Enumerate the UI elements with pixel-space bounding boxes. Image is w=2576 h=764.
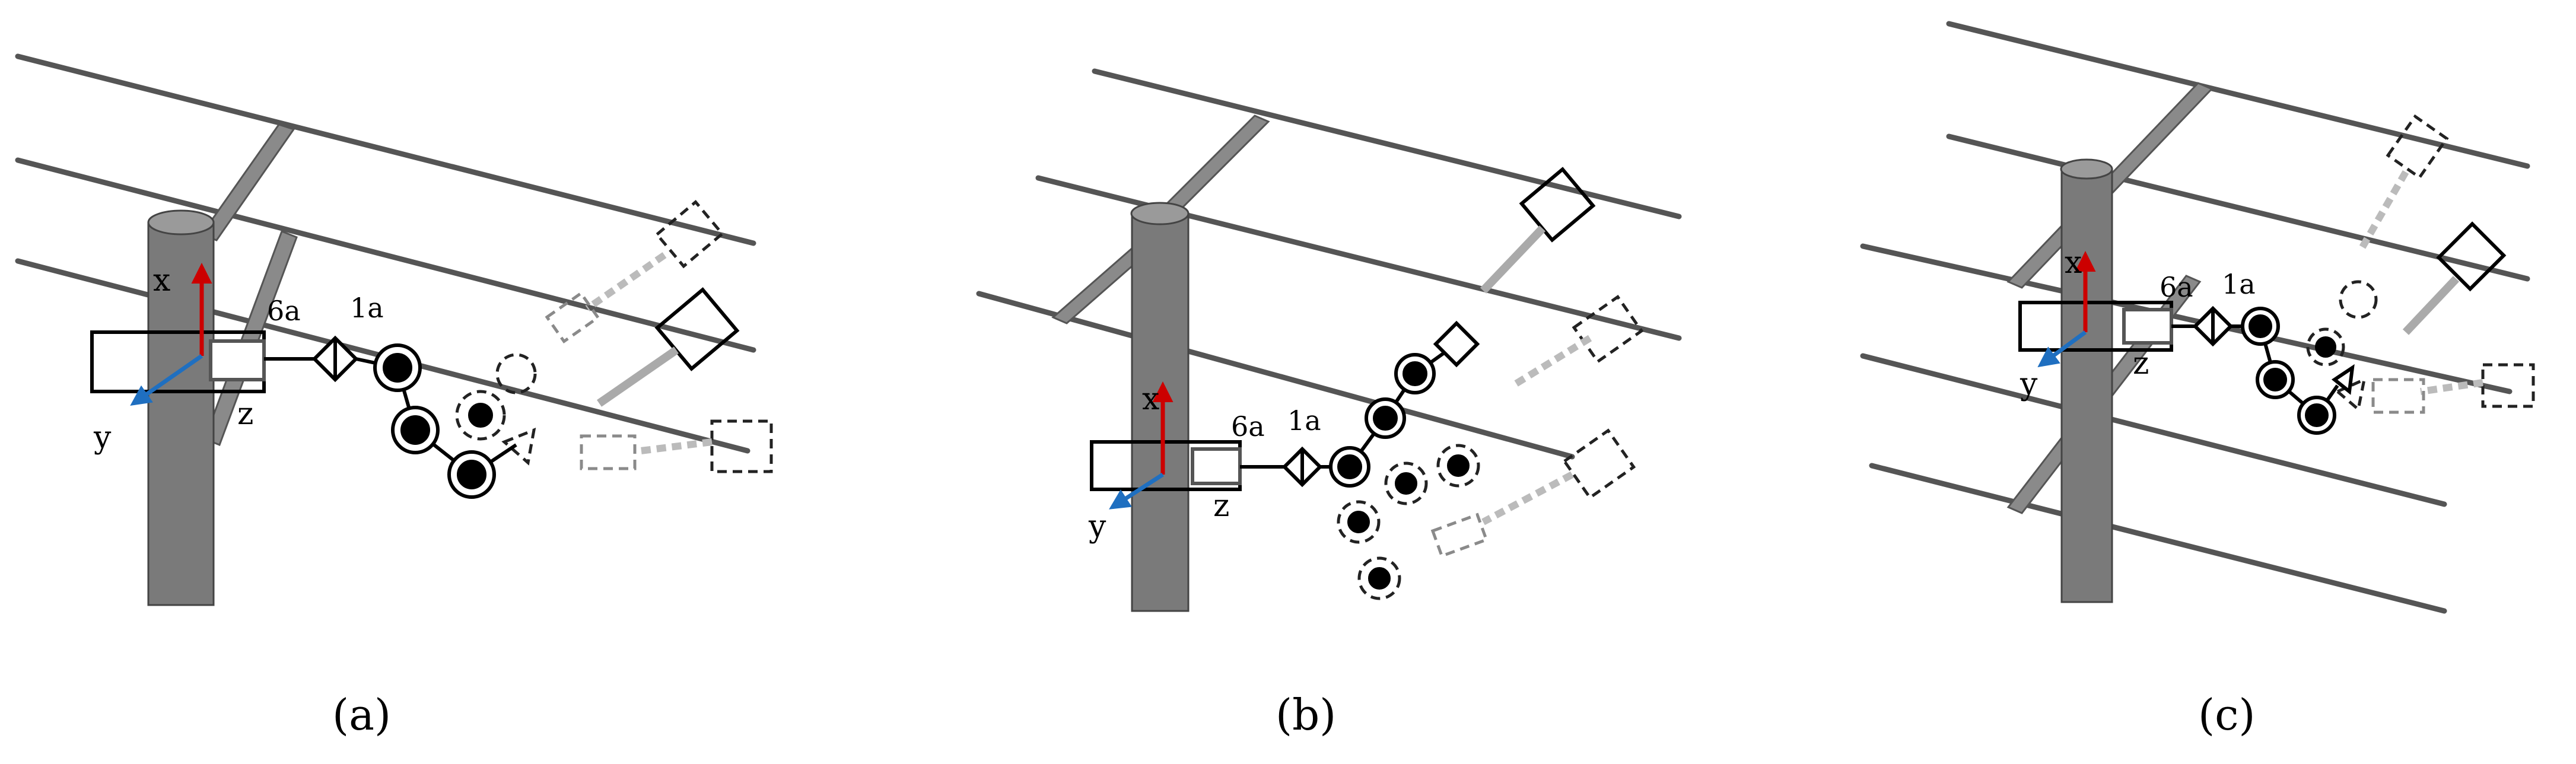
coordinate-axes: x y z (1088, 381, 1229, 545)
trellis-post (2060, 158, 2113, 603)
coordinate-axes: x y z (93, 263, 253, 456)
robot-arm (1090, 320, 1480, 590)
trellis-wires (976, 68, 1682, 460)
ghost-arm-poses (455, 200, 773, 473)
robot-arm (90, 330, 517, 499)
axis-x-label: x (1142, 381, 1159, 417)
end-effector (2402, 221, 2507, 335)
trellis-post (1130, 202, 1190, 612)
axis-y-label: y (2020, 367, 2038, 402)
coordinate-axes: x y z (2020, 245, 2149, 402)
panel-caption-c: (c) (2198, 690, 2256, 740)
trellis-wires (1860, 21, 2530, 614)
axis-x-label: x (2065, 245, 2082, 281)
ghost-arm-poses (1337, 295, 1644, 600)
end-effector (597, 287, 740, 407)
joint-6a-label: 6a (1231, 410, 1265, 443)
panel-caption-a: (a) (332, 690, 391, 740)
joint-1a-label: 1a (1287, 405, 1321, 437)
axis-z-label: z (1213, 488, 1229, 524)
joint-6a-label: 6a (267, 295, 301, 327)
joint-1a-label: 1a (2222, 268, 2256, 300)
panel-a: x y z 6a 1a (a) (15, 53, 773, 740)
robot-arm (2018, 301, 2355, 435)
panel-b: x y z 6a 1a (b) (976, 68, 1682, 740)
axis-z-label: z (237, 396, 253, 432)
joint-6a-label: 6a (2160, 271, 2193, 303)
end-effector (1480, 167, 1596, 294)
panel-c: x y z 6a 1a (c) (1860, 21, 2535, 740)
axis-x-label: x (153, 263, 170, 298)
panel-caption-b: (b) (1276, 690, 1336, 740)
joint-1a-label: 1a (350, 292, 384, 324)
ghost-arm-poses (2306, 114, 2535, 414)
axis-y-label: y (93, 420, 112, 456)
axis-y-label: y (1088, 509, 1106, 545)
axis-z-label: z (2133, 346, 2149, 381)
